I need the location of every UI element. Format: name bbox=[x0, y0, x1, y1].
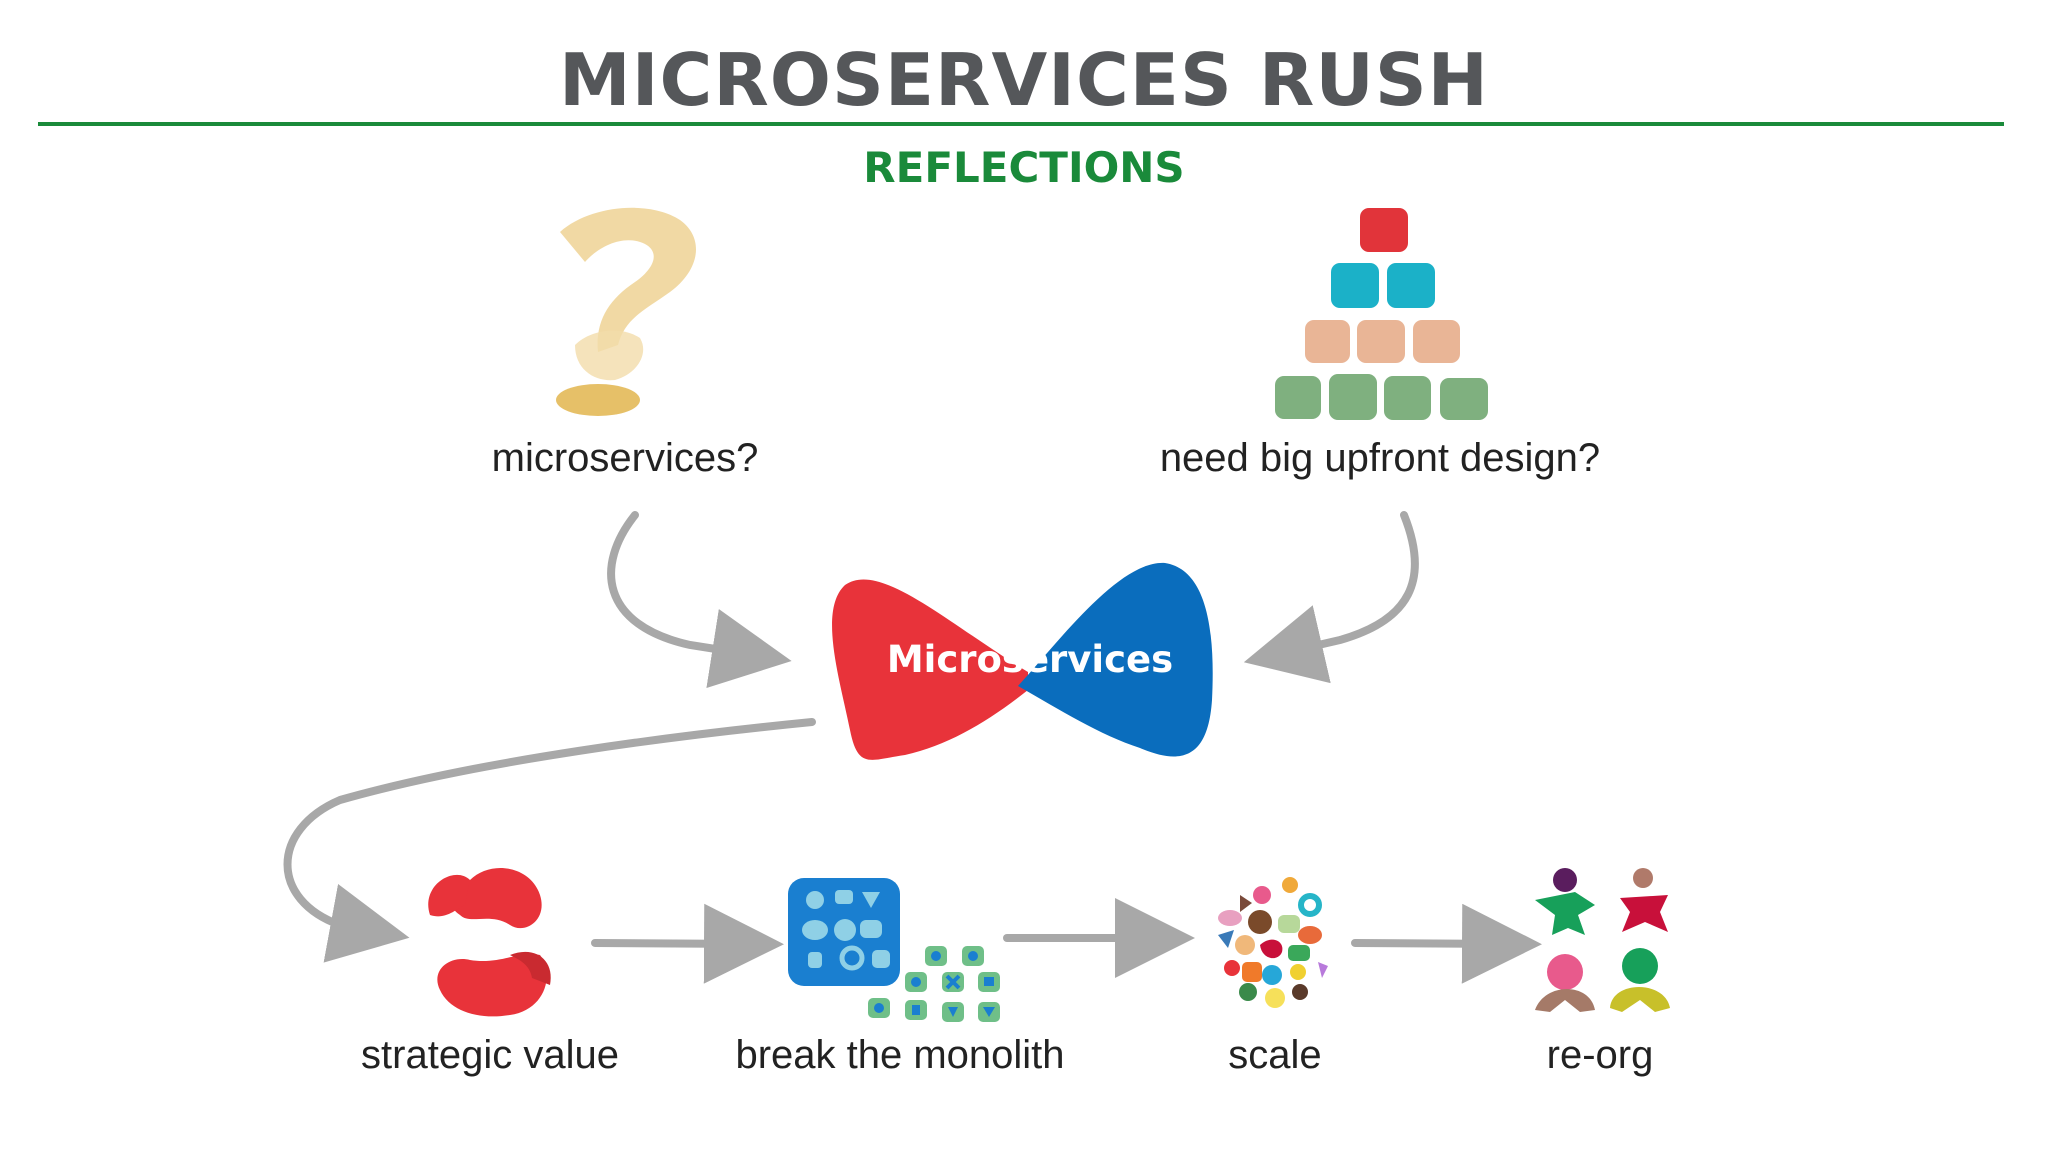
arrow-to-strategic-value bbox=[283, 718, 816, 963]
label-strategic-value: strategic value bbox=[361, 1033, 619, 1077]
label-break-monolith: break the monolith bbox=[735, 1033, 1065, 1077]
arrow-step-1-2 bbox=[591, 903, 784, 984]
swirl-icon bbox=[428, 868, 551, 1017]
question-mark-icon bbox=[556, 207, 697, 416]
monolith-pieces-icon bbox=[788, 878, 1000, 1022]
label-microservices: microservices? bbox=[491, 436, 759, 480]
shape-cluster-icon bbox=[1208, 877, 1332, 1008]
microservices-bowtie bbox=[832, 562, 1213, 760]
arrow-from-upfront-design bbox=[1243, 511, 1419, 684]
slide-title: MICROSERVICES RUSH bbox=[559, 38, 1489, 122]
center-label: Microservices bbox=[886, 638, 1174, 681]
people-icon bbox=[1535, 868, 1670, 1012]
label-scale: scale bbox=[1228, 1033, 1322, 1077]
pyramid-blocks-icon bbox=[1275, 208, 1488, 420]
title-divider bbox=[38, 122, 2004, 126]
label-upfront-design: need big upfront design? bbox=[1159, 436, 1601, 480]
slide-subtitle: REFLECTIONS bbox=[863, 143, 1185, 192]
label-re-org: re-org bbox=[1546, 1033, 1654, 1077]
arrow-from-microservices bbox=[607, 511, 792, 689]
arrow-step-3-4 bbox=[1351, 903, 1542, 984]
